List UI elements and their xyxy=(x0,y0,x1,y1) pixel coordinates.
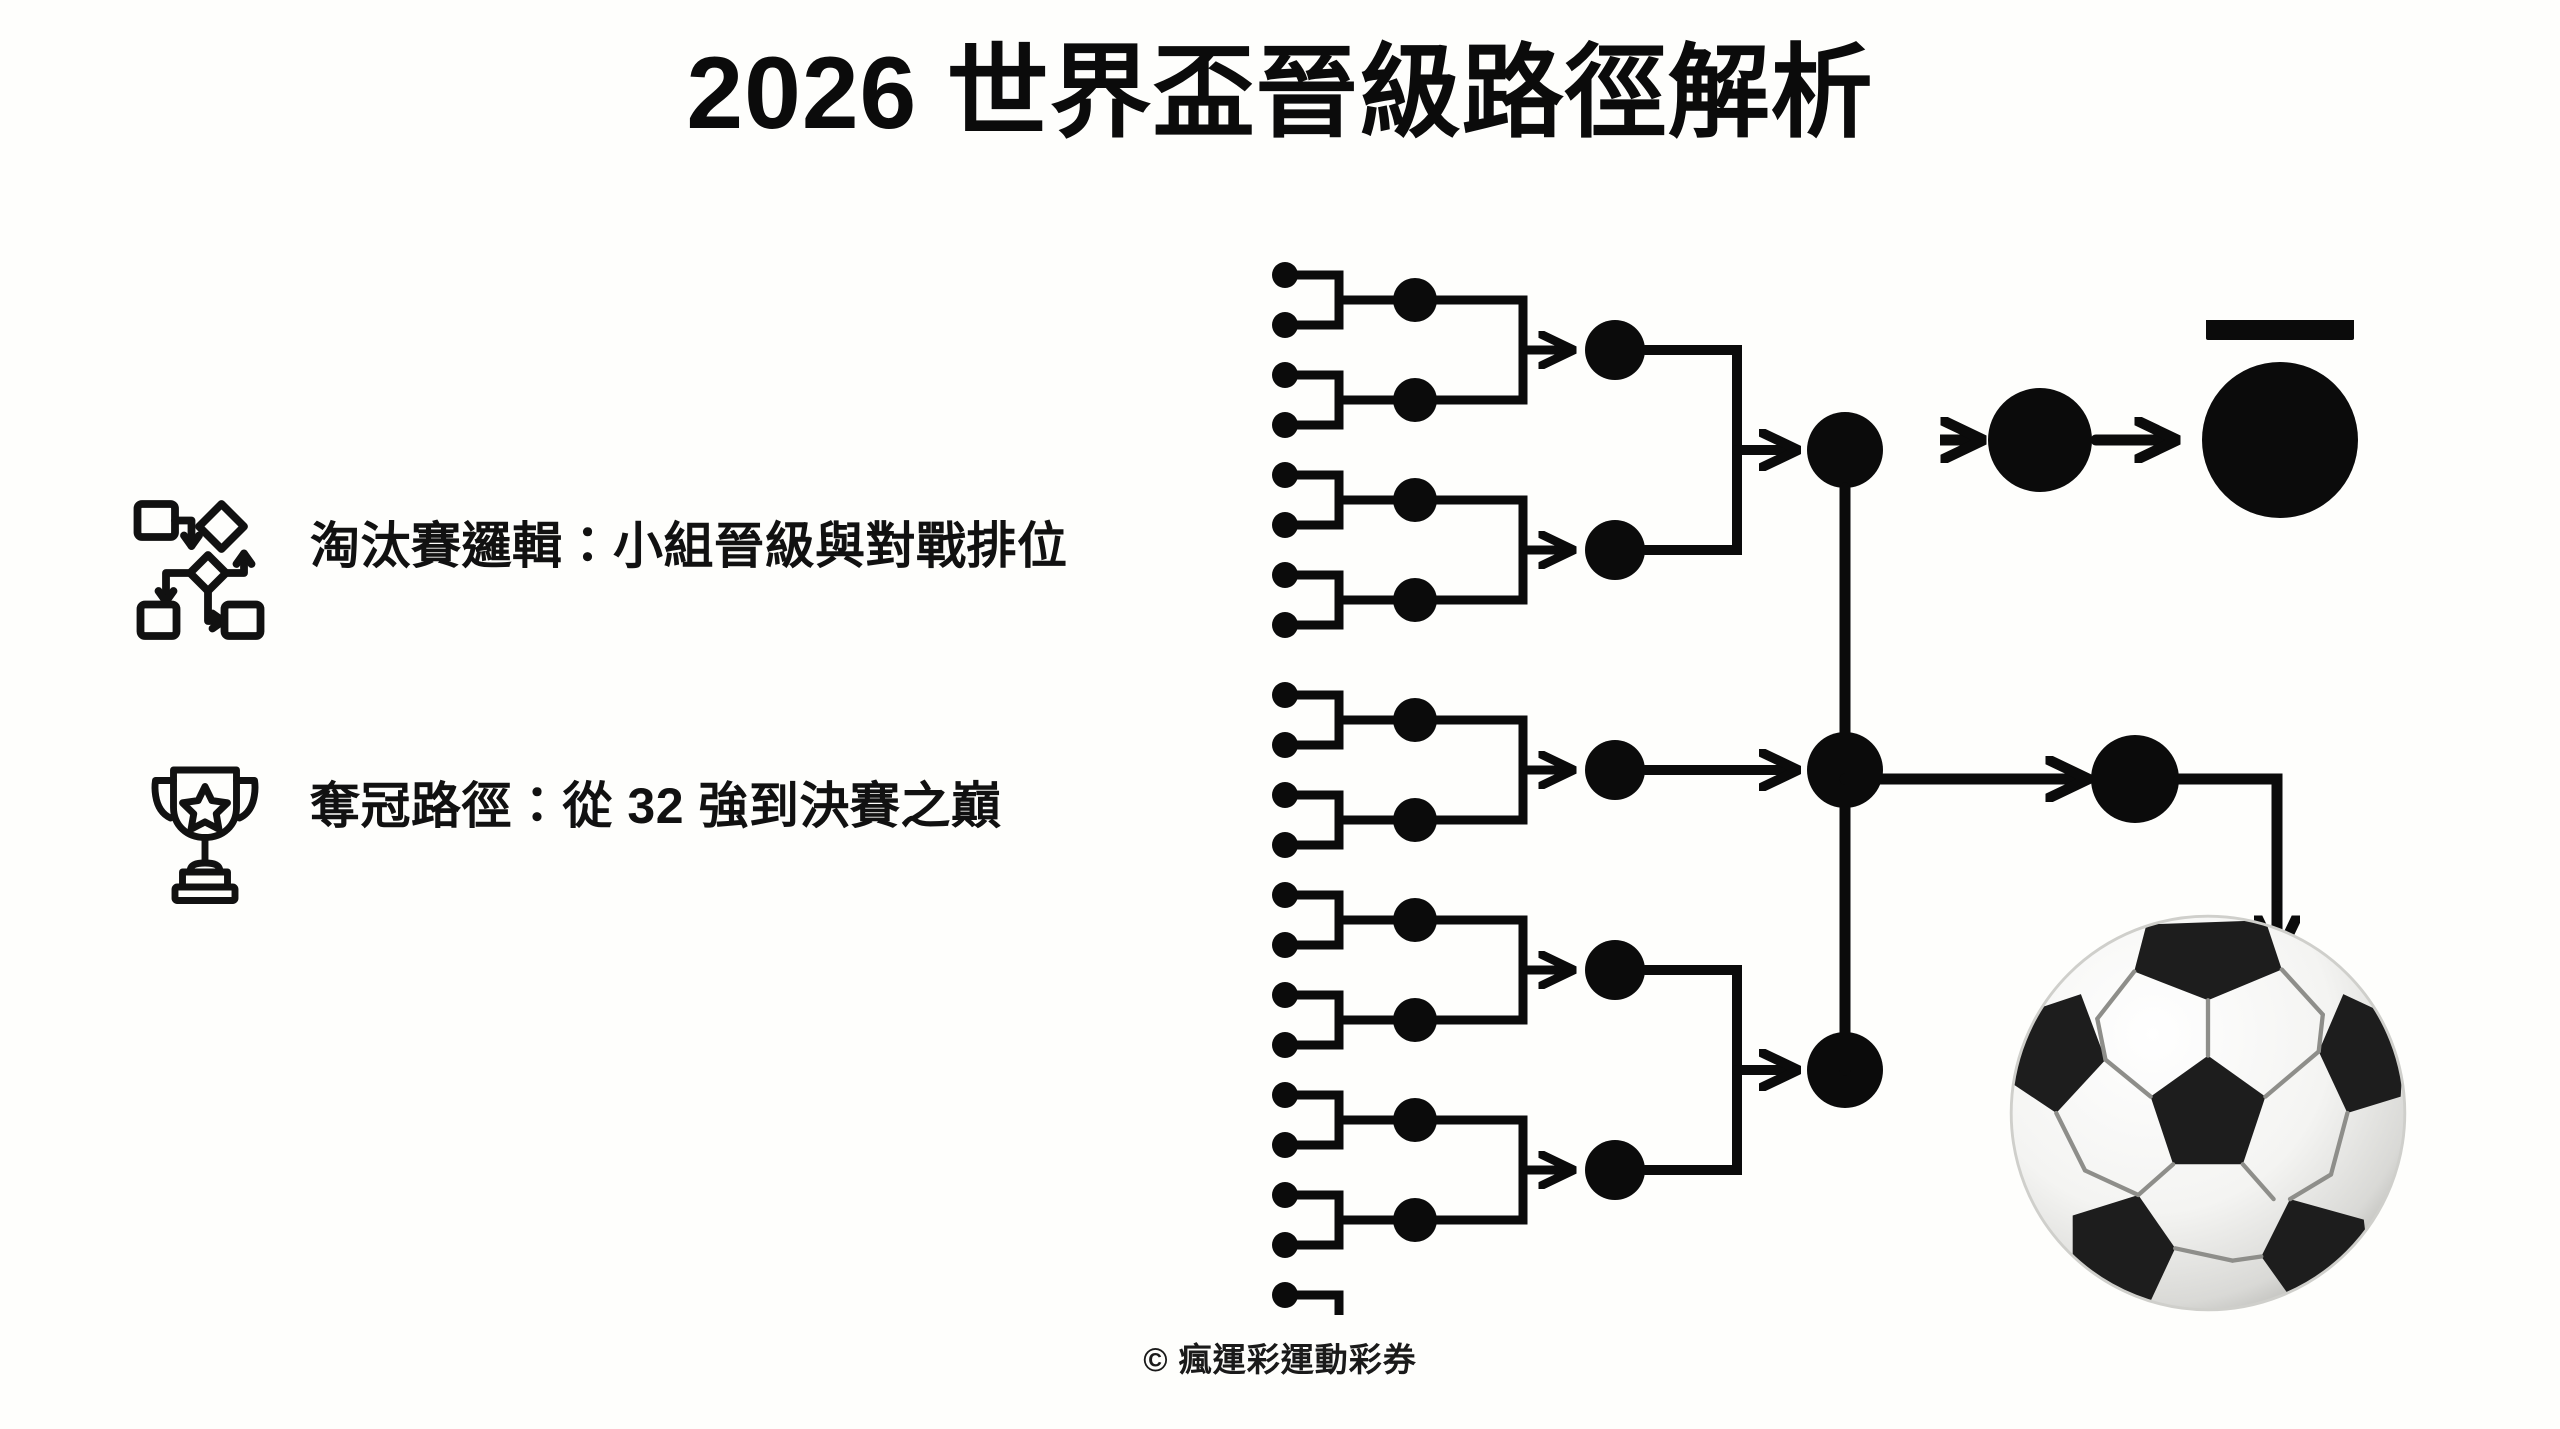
list-item-label: 淘汰賽邏輯：小組晉級與對戰排位 xyxy=(310,518,1068,574)
knockout-bracket-diagram xyxy=(1255,255,2545,1315)
qf-to-sf-arrows xyxy=(1640,450,1795,1070)
r16-to-qf-connectors xyxy=(1432,295,1528,1225)
champion-node xyxy=(2202,362,2358,518)
list-item: 淘汰賽邏輯：小組晉級與對戰排位 xyxy=(130,495,1240,645)
key-points-list: 淘汰賽邏輯：小組晉級與對戰排位 奪冠路徑：從 32 強到決賽之巔 xyxy=(130,495,1240,1015)
crown-icon xyxy=(2206,320,2354,340)
bracket-connectors xyxy=(1280,270,1398,1315)
page-title: 2026 世界盃晉級路徑解析 xyxy=(686,36,1874,150)
final-node xyxy=(2091,735,2179,823)
champion-area xyxy=(1940,320,2560,880)
final-to-title-match-connector xyxy=(2173,773,2283,913)
round-of-32-nodes xyxy=(1272,262,1298,1308)
trophy-icon xyxy=(130,755,280,905)
title-match-node xyxy=(1988,388,2092,492)
list-item: 奪冠路徑：從 32 強到決賽之巔 xyxy=(130,755,1240,905)
qf-to-sf-connectors xyxy=(1640,345,1742,1175)
flowchart-icon xyxy=(130,495,280,645)
round-of-16-nodes xyxy=(1393,278,1437,1242)
soccer-ball-image xyxy=(2003,908,2413,1318)
list-item-label: 奪冠路徑：從 32 強到決賽之巔 xyxy=(310,778,1002,834)
copyright-footer: © 瘋運彩運動彩券 xyxy=(1143,1341,1417,1378)
quarter-final-nodes xyxy=(1585,320,1645,1200)
r16-to-qf-arrows xyxy=(1518,350,1571,1170)
